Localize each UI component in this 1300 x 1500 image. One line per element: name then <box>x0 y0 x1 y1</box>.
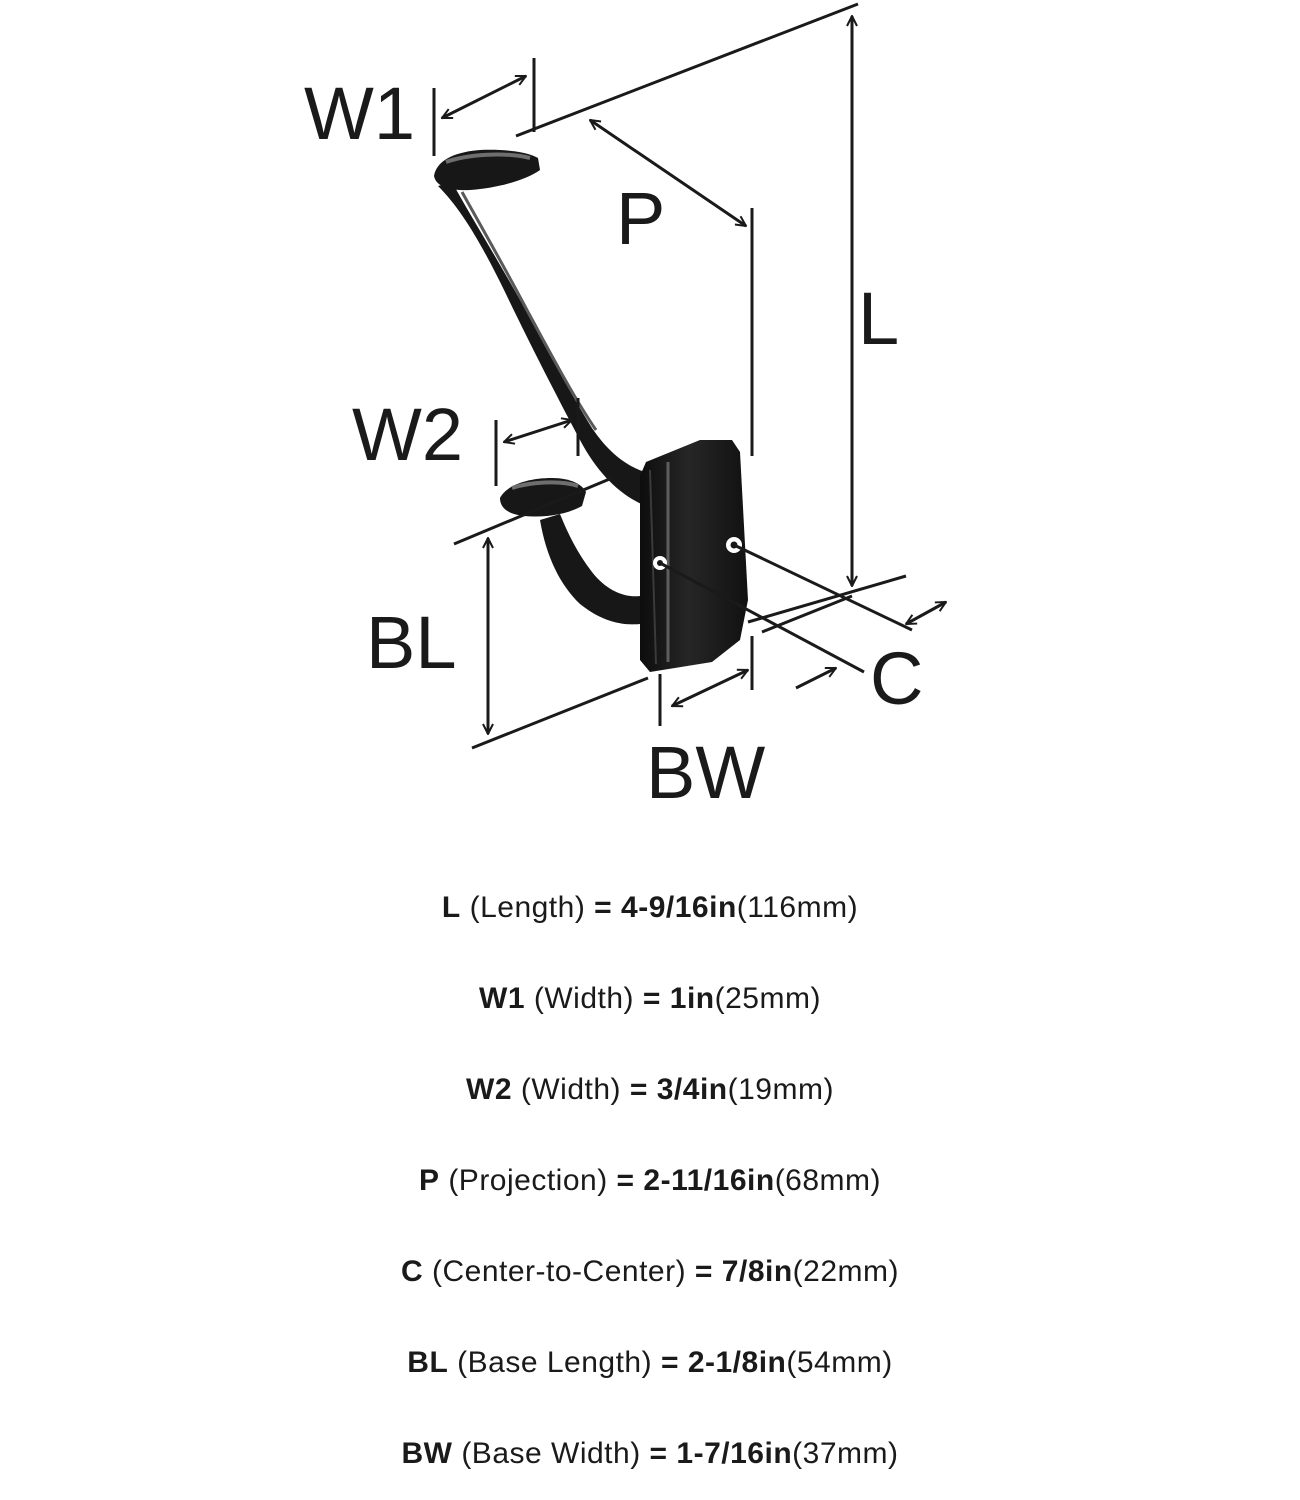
equals-sign: = <box>694 1255 713 1288</box>
hook-dimension-diagram: W1 P L W2 BL C BW <box>304 2 1300 814</box>
spec-description: (Base Length) <box>457 1346 653 1379</box>
double-hook-image <box>434 149 748 672</box>
equals-sign: = <box>642 982 661 1015</box>
equals-sign: = <box>660 1346 679 1379</box>
l-label: L <box>858 277 899 360</box>
spec-row-length: L (Length) = 4-9/16in(116mm) <box>0 862 1300 953</box>
spec-metric-value: (22mm) <box>792 1255 900 1288</box>
spec-metric-value: (68mm) <box>774 1164 882 1197</box>
spec-metric-value: (54mm) <box>786 1346 893 1379</box>
c-label: C <box>870 637 923 720</box>
base-plate <box>640 440 748 672</box>
spec-row-projection: P (Projection) = 2-11/16in(68mm) <box>0 1135 1300 1226</box>
spec-description: (Base Width) <box>461 1437 641 1470</box>
spec-imperial-value: 3/4in <box>656 1073 728 1106</box>
spec-code: BW <box>401 1437 453 1470</box>
bl-label: BL <box>366 601 457 684</box>
spec-code: L <box>441 891 461 924</box>
lower-hook-cap <box>500 478 586 517</box>
spec-imperial-value: 2-1/8in <box>687 1346 787 1379</box>
spec-code: BL <box>407 1346 449 1379</box>
spec-imperial-value: 2-11/16in <box>643 1164 775 1197</box>
spec-description: (Projection) <box>448 1164 608 1197</box>
w2-label: W2 <box>352 393 463 476</box>
equals-sign: = <box>594 891 613 924</box>
bw-label: BW <box>646 731 765 814</box>
spec-metric-value: (19mm) <box>727 1073 834 1106</box>
spec-row-center-to-center: C (Center-to-Center) = 7/8in(22mm) <box>0 1226 1300 1317</box>
spec-code: C <box>400 1255 424 1288</box>
spec-row-base-width: BW (Base Width) = 1-7/16in(37mm) <box>0 1408 1300 1499</box>
equals-sign: = <box>629 1073 648 1106</box>
w1-label: W1 <box>304 72 415 155</box>
spec-code: P <box>418 1164 440 1197</box>
equals-sign: = <box>616 1164 635 1197</box>
upper-hook-arm <box>438 182 652 508</box>
spec-description: (Length) <box>469 891 586 924</box>
spec-imperial-value: 1in <box>669 982 715 1015</box>
spec-metric-value: (25mm) <box>714 982 821 1015</box>
p-label: P <box>616 177 665 260</box>
spec-description: (Width) <box>520 1073 622 1106</box>
spec-imperial-value: 7/8in <box>721 1255 793 1288</box>
spec-description: (Center-to-Center) <box>432 1255 687 1288</box>
spec-row-base-length: BL (Base Length) = 2-1/8in(54mm) <box>0 1317 1300 1408</box>
spec-description: (Width) <box>533 982 635 1015</box>
spec-metric-value: (37mm) <box>792 1437 899 1470</box>
lower-hook-arm <box>540 514 640 625</box>
spec-row-width-2: W2 (Width) = 3/4in(19mm) <box>0 1044 1300 1135</box>
spec-metric-value: (116mm) <box>736 891 859 924</box>
spec-row-width-1: W1 (Width) = 1in(25mm) <box>0 953 1300 1044</box>
equals-sign: = <box>649 1437 668 1470</box>
spec-imperial-value: 1-7/16in <box>676 1437 793 1470</box>
spec-code: W1 <box>479 982 526 1015</box>
dimension-spec-list: L (Length) = 4-9/16in(116mm) W1 (Width) … <box>0 862 1300 1499</box>
spec-imperial-value: 4-9/16in <box>621 891 737 924</box>
dimension-lines <box>432 2 946 750</box>
spec-code: W2 <box>466 1073 513 1106</box>
